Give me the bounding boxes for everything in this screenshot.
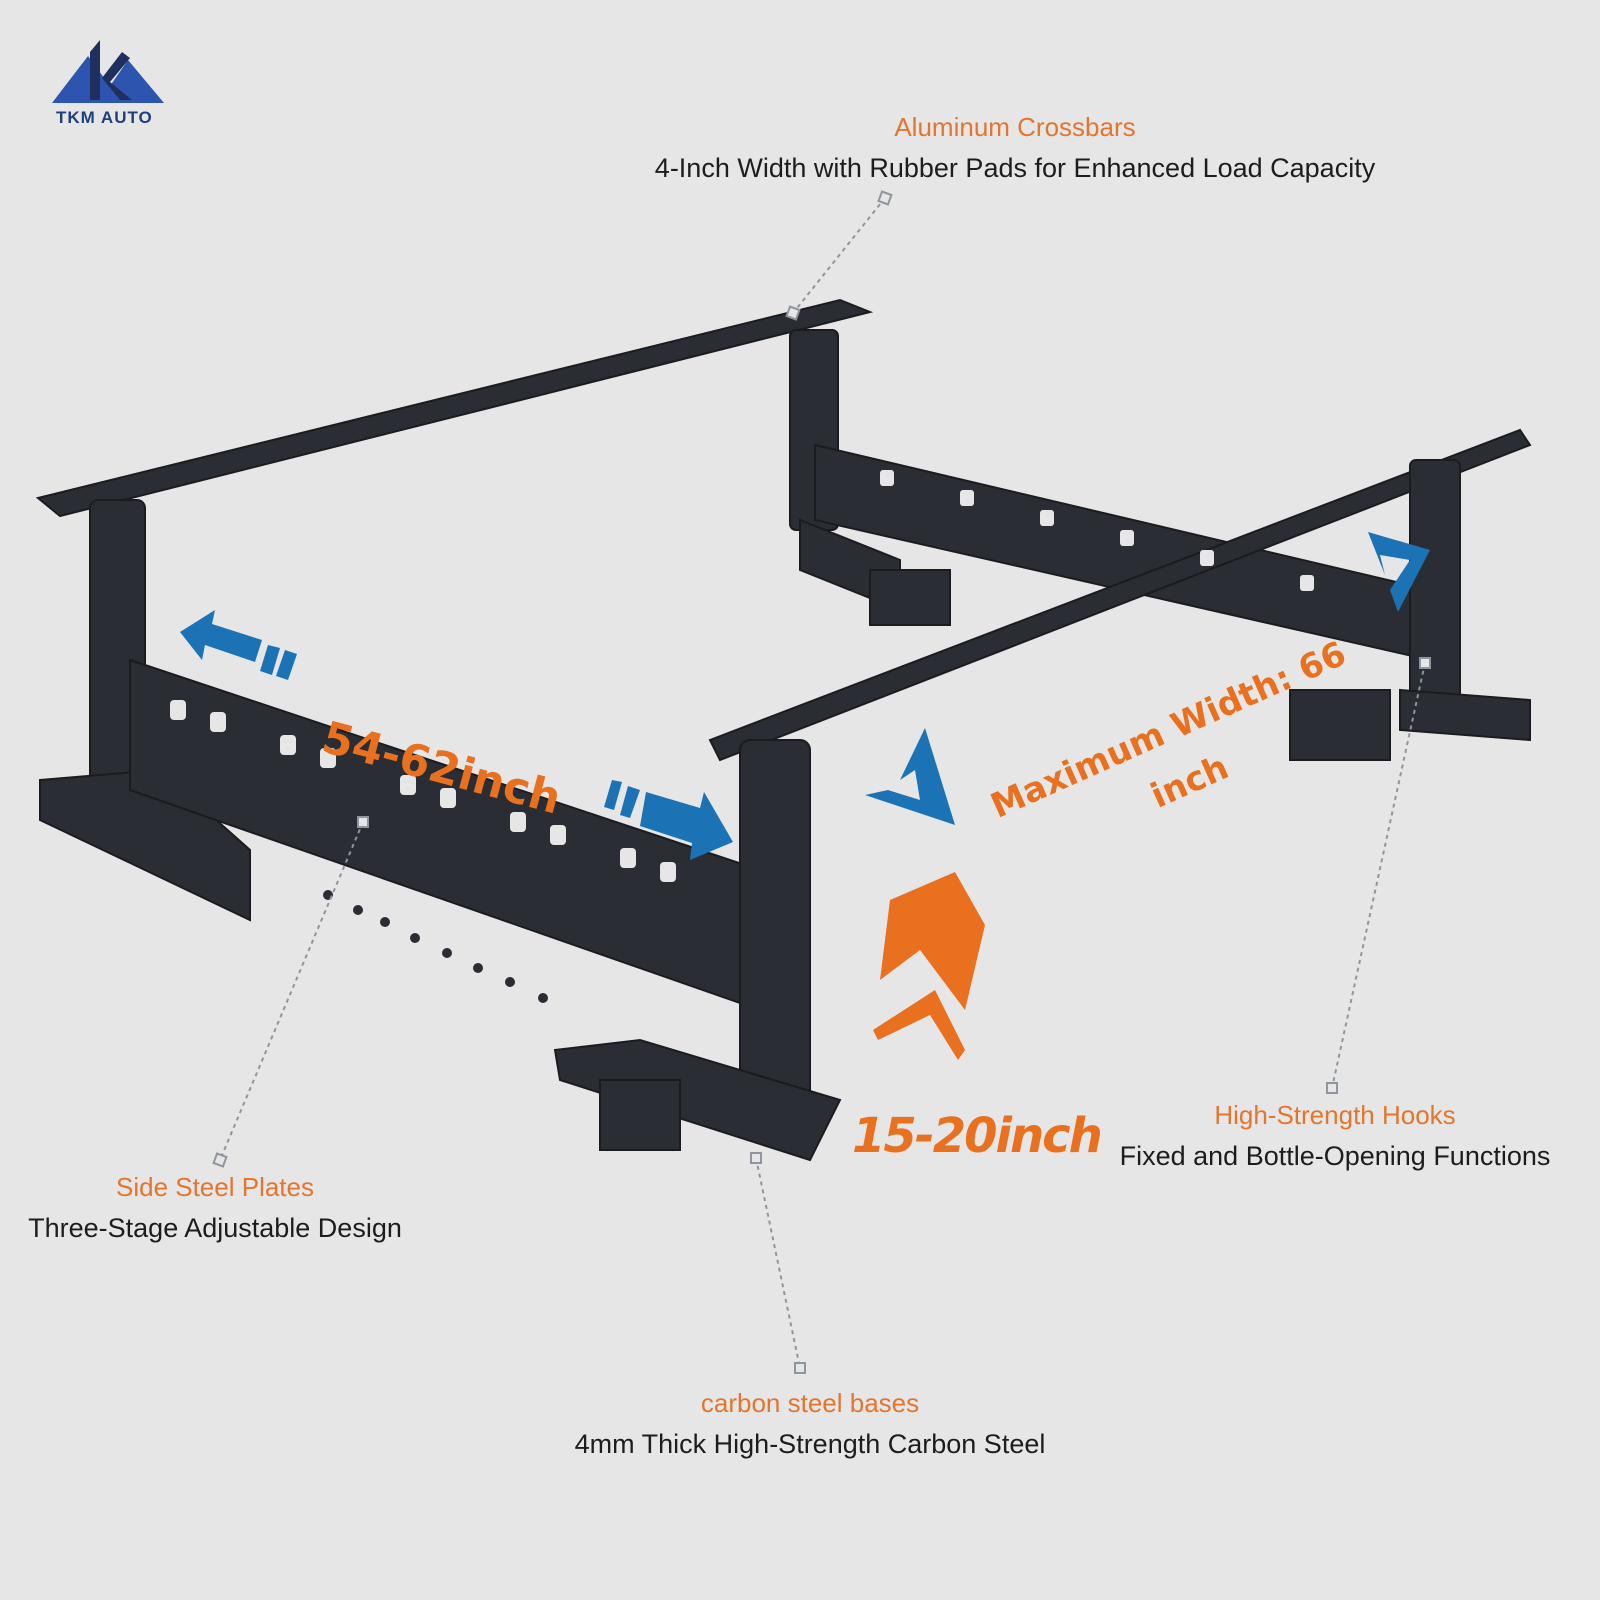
arrow-icons	[180, 532, 1430, 860]
callout-bases: carbon steel bases 4mm Thick High-Streng…	[560, 1388, 1060, 1460]
callout-title: carbon steel bases	[700, 1388, 920, 1418]
mountain-k-logo-icon	[52, 40, 164, 103]
callout-plates: Side Steel Plates Three-Stage Adjustable…	[20, 1172, 410, 1244]
up-arrow-icon	[873, 872, 985, 1060]
callout-title: Side Steel Plates	[115, 1172, 314, 1202]
callout-desc: Fixed and Bottle-Opening Functions	[1119, 1141, 1551, 1171]
callout-desc: 4mm Thick High-Strength Carbon Steel	[574, 1429, 1046, 1459]
callout-hooks: High-Strength Hooks Fixed and Bottle-Ope…	[1110, 1100, 1560, 1172]
brand-name: TKM AUTO	[56, 108, 153, 127]
callout-crossbars: Aluminum Crossbars 4-Inch Width with Rub…	[640, 112, 1390, 184]
callout-title: High-Strength Hooks	[1214, 1100, 1456, 1130]
height-dimension-label: 15-20inch	[852, 1108, 1103, 1164]
callout-desc: 4-Inch Width with Rubber Pads for Enhanc…	[654, 153, 1376, 183]
callout-desc: Three-Stage Adjustable Design	[28, 1213, 402, 1243]
callout-title: Aluminum Crossbars	[894, 112, 1136, 142]
brand-logo: TKM AUTO	[50, 38, 170, 133]
